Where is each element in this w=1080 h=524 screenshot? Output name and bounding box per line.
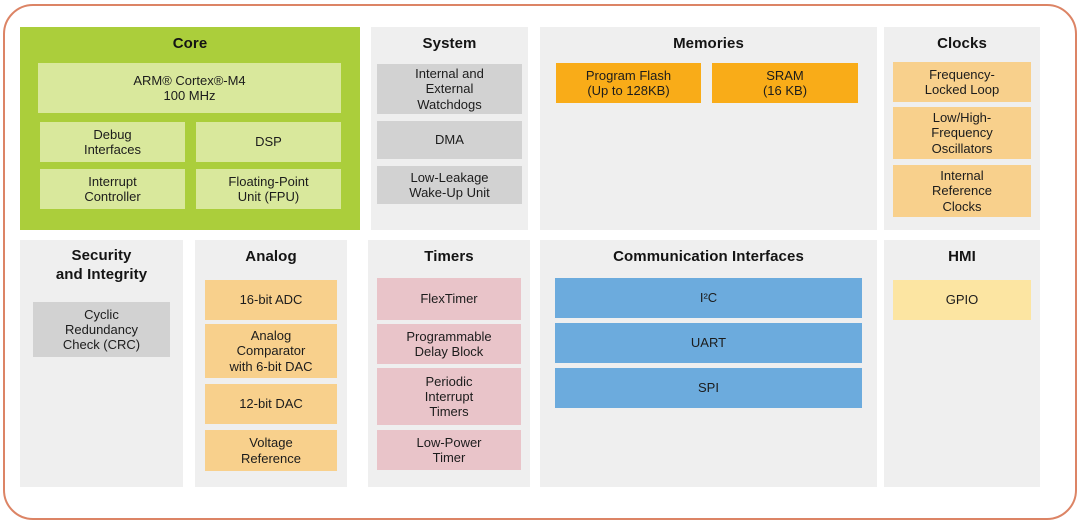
panel-memories: Memories Program Flash (Up to 128KB) SRA… [540,27,877,230]
panel-analog: Analog 16-bit ADC Analog Comparator with… [195,240,347,487]
panel-system: System Internal and External Watchdogs D… [371,27,528,230]
block-i2c: I²C [555,278,862,318]
block-16bit-adc: 16-bit ADC [205,280,337,320]
panel-system-title: System [422,35,477,52]
block-crc: Cyclic Redundancy Check (CRC) [33,302,170,357]
block-oscillators: Low/High- Frequency Oscillators [893,107,1031,159]
block-watchdogs: Internal and External Watchdogs [377,64,522,114]
block-internal-reference-clocks: Internal Reference Clocks [893,165,1031,217]
block-voltage-reference: Voltage Reference [205,430,337,471]
block-dma: DMA [377,121,522,159]
panel-clocks: Clocks Frequency- Locked Loop Low/High- … [884,27,1040,230]
panel-memories-title: Memories [673,35,744,52]
block-12bit-dac: 12-bit DAC [205,384,337,424]
block-spi: SPI [555,368,862,408]
block-program-flash: Program Flash (Up to 128KB) [556,63,701,103]
block-periodic-interrupt-timers: Periodic Interrupt Timers [377,368,521,425]
block-programmable-delay-block: Programmable Delay Block [377,324,521,364]
panel-timers: Timers FlexTimer Programmable Delay Bloc… [368,240,530,487]
block-debug-interfaces: Debug Interfaces [40,122,185,162]
block-sram: SRAM (16 KB) [712,63,858,103]
block-dsp: DSP [196,122,341,162]
panel-hmi: HMI GPIO [884,240,1040,487]
panel-communication-title: Communication Interfaces [613,248,804,265]
block-interrupt-controller: Interrupt Controller [40,169,185,209]
panel-core: Core ARM® Cortex®-M4 100 MHz Debug Inter… [20,27,360,230]
panel-communication: Communication Interfaces I²C UART SPI [540,240,877,487]
block-analog-comparator: Analog Comparator with 6-bit DAC [205,324,337,378]
block-arm-cortex-m4: ARM® Cortex®-M4 100 MHz [38,63,341,113]
block-llwu: Low-Leakage Wake-Up Unit [377,166,522,204]
block-flextimer: FlexTimer [377,278,521,320]
panel-clocks-title: Clocks [937,35,987,52]
panel-timers-title: Timers [424,248,474,265]
block-low-power-timer: Low-Power Timer [377,430,521,470]
panel-hmi-title: HMI [948,248,976,265]
panel-analog-title: Analog [245,248,297,265]
panel-core-title: Core [172,35,208,52]
block-fpu: Floating-Point Unit (FPU) [196,169,341,209]
block-frequency-locked-loop: Frequency- Locked Loop [893,62,1031,102]
block-uart: UART [555,323,862,363]
panel-security-title: Security and Integrity [55,247,148,283]
block-gpio: GPIO [893,280,1031,320]
panel-security: Security and Integrity Cyclic Redundancy… [20,240,183,487]
